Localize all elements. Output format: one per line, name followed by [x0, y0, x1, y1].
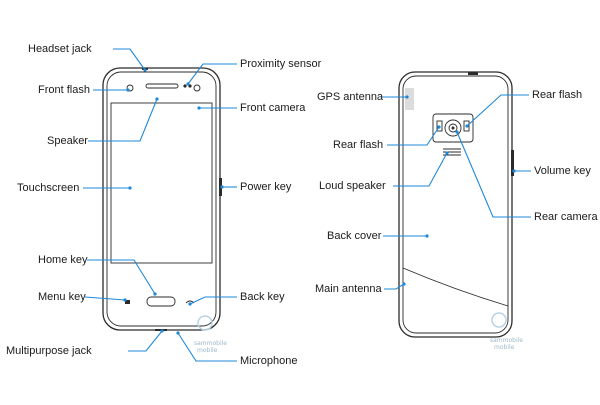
volume-key-shape: [511, 150, 514, 176]
label-menu-key: Menu key: [38, 291, 86, 303]
menu-key-icon: [125, 300, 130, 304]
speaker-grille: [145, 83, 179, 89]
back-phone: [398, 71, 514, 338]
front-flash-shape: [126, 84, 134, 92]
front-phone: [102, 67, 222, 331]
label-power-key: Power key: [240, 181, 292, 193]
label-microphone: Microphone: [240, 355, 297, 367]
main-antenna-line: [402, 267, 509, 307]
rear-flash-left-shape: [436, 120, 443, 132]
label-rear-flash-left: Rear flash: [333, 139, 383, 151]
camera-module: [432, 113, 474, 143]
proximity-sensor-shape: [183, 84, 187, 88]
label-headset-jack: Headset jack: [28, 43, 92, 55]
label-rear-flash-right: Rear flash: [532, 89, 582, 101]
label-home-key: Home key: [38, 254, 88, 266]
back-leaders: [381, 94, 531, 290]
label-back-key: Back key: [240, 291, 285, 303]
watermark-front-line2: mobile: [197, 347, 218, 354]
label-back-cover: Back cover: [327, 230, 382, 242]
home-key-shape: [146, 296, 176, 307]
label-front-flash: Front flash: [38, 84, 90, 96]
label-touchscreen: Touchscreen: [17, 182, 79, 194]
label-speaker: Speaker: [47, 135, 88, 147]
label-rear-camera: Rear camera: [534, 211, 598, 223]
label-front-camera: Front camera: [240, 102, 306, 114]
label-loud-speaker: Loud speaker: [319, 180, 386, 192]
label-volume-key: Volume key: [534, 165, 591, 177]
touchscreen-area: [110, 102, 213, 264]
gps-antenna-shape: [405, 88, 414, 110]
watermark-back: sammobile mobile: [490, 312, 523, 351]
label-gps-antenna: GPS antenna: [317, 91, 384, 103]
label-proximity-sensor: Proximity sensor: [240, 58, 322, 70]
watermark-front: sammobile mobile: [194, 315, 227, 354]
rear-camera-shape: [444, 119, 462, 137]
rear-flash-right-shape: [463, 120, 470, 132]
watermark-back-line2: mobile: [494, 344, 515, 351]
front-camera-shape: [193, 84, 201, 92]
watermark-front-line1: sammobile: [194, 340, 227, 347]
label-main-antenna: Main antenna: [315, 283, 383, 295]
front-leaders: [83, 48, 237, 362]
watermark-back-line1: sammobile: [490, 337, 523, 344]
label-multipurpose-jack: Multipurpose jack: [6, 345, 92, 357]
